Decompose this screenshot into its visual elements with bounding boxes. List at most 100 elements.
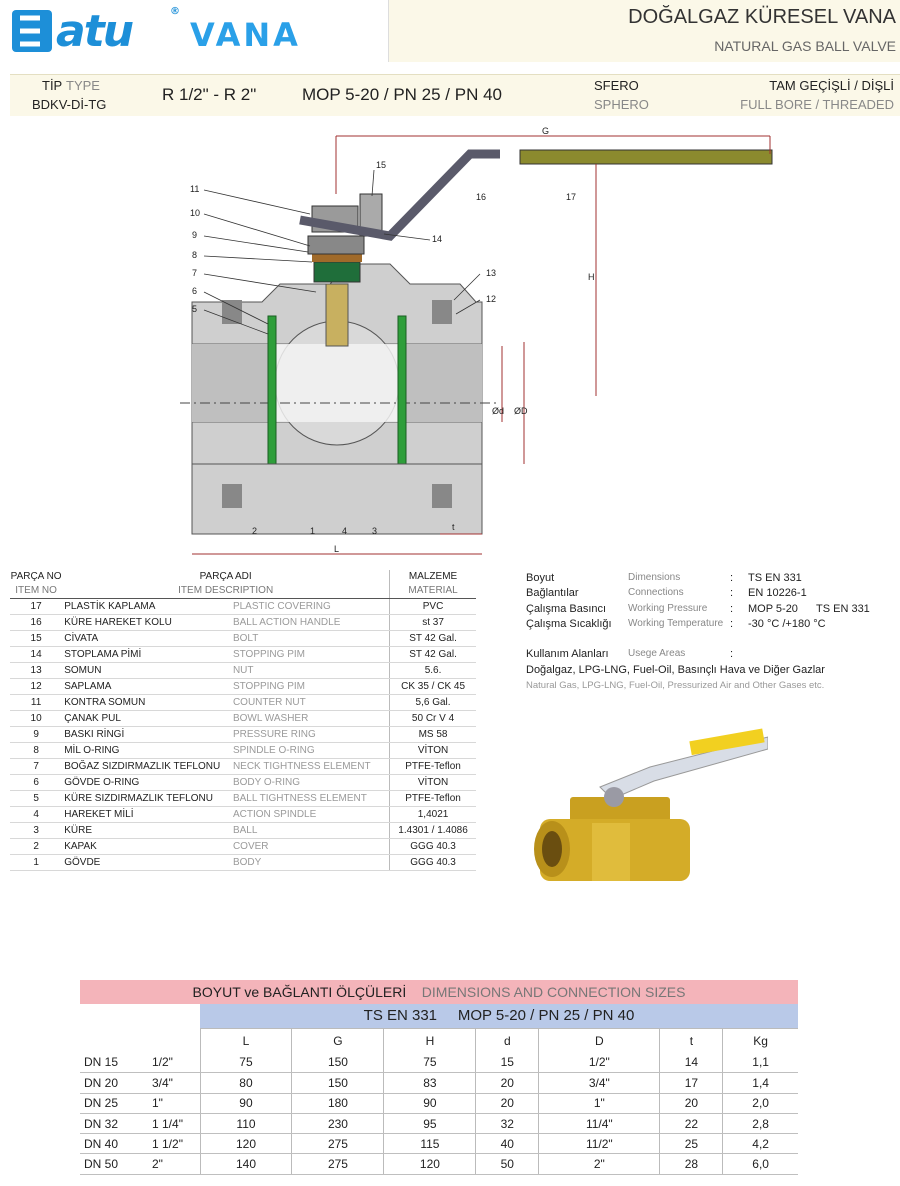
dim-cell-h: 95	[383, 1113, 476, 1135]
spec-colon: :	[730, 617, 734, 630]
part-name-tr: KÜRE HAREKET KOLU	[62, 614, 233, 631]
sphere-tr: SFERO	[594, 78, 639, 93]
dim-cell-dn: DN 32	[80, 1113, 150, 1135]
usage-text-tr: Doğalgaz, LPG-LNG, Fuel-Oil, Basınçlı Ha…	[526, 664, 825, 676]
part-name-en: BALL ACTION HANDLE	[232, 614, 390, 631]
dimensions-section: BOYUT ve BAĞLANTI ÖLÇÜLERİ DIMENSIONS AN…	[80, 980, 798, 1175]
dim-cell-g: 275	[291, 1153, 384, 1175]
part-no: 9	[10, 726, 63, 743]
callout-14: 14	[432, 234, 442, 244]
dim-cell-dn: DN 15	[80, 1052, 150, 1074]
dim-head-blank	[80, 1029, 200, 1053]
part-name-en: NUT	[232, 662, 390, 679]
part-name-en: BOLT	[232, 630, 390, 647]
dim-cell-dn: DN 20	[80, 1072, 150, 1094]
part-no: 3	[10, 822, 63, 839]
usage-colon: :	[730, 648, 734, 660]
dim-col-header: d	[475, 1028, 539, 1053]
part-name-tr: GÖVDE	[62, 854, 233, 871]
part-material: MS 58	[389, 726, 476, 743]
dim-t-label: t	[452, 522, 455, 532]
part-name-en: BODY O-RING	[232, 774, 390, 791]
callout-5: 5	[192, 304, 197, 314]
type-bar: TİP TYPE BDKV-Dİ-TG R 1/2" - R 2" MOP 5-…	[10, 74, 900, 116]
dim-cell-d: 15	[475, 1052, 539, 1074]
part-name-tr: CİVATA	[62, 630, 233, 647]
dim-cell-inch: 3/4"	[150, 1072, 200, 1094]
part-name-tr: KÜRE SIZDIRMAZLIK TEFLONU	[62, 790, 233, 807]
spec-label-en: Working Temperature	[628, 617, 724, 629]
dim-col-header: G	[291, 1028, 384, 1053]
callout-4: 4	[342, 526, 347, 536]
dim-cell-l: 120	[199, 1133, 292, 1155]
callout-17: 17	[566, 192, 576, 202]
part-no: 13	[10, 662, 63, 679]
dim-g-label: G	[542, 126, 549, 136]
dim-l-label: L	[334, 544, 339, 554]
part-material: ST 42 Gal.	[389, 630, 476, 647]
dim-cell-h: 115	[383, 1133, 476, 1155]
part-name-tr: MİL O-RING	[62, 742, 233, 759]
dim-cell-t: 20	[659, 1093, 723, 1114]
dim-cell-l: 140	[199, 1153, 292, 1175]
spec-value: -30 °C /+180 °C	[748, 617, 826, 630]
parts-table: PARÇA NO PARÇA ADI MALZEME ITEM NO ITEM …	[10, 570, 476, 871]
part-name-tr: KONTRA SOMUN	[62, 694, 233, 711]
dim-cell-d: 3/4"	[538, 1072, 660, 1094]
dimensions-title-tr: BOYUT ve BAĞLANTI ÖLÇÜLERİ	[192, 984, 407, 1000]
spec-label-tr: Çalışma Basıncı	[526, 602, 607, 615]
usage-label-tr: Kullanım Alanları	[526, 648, 609, 660]
type-code: BDKV-Dİ-TG	[32, 97, 107, 112]
part-material: 5,6 Gal.	[389, 694, 476, 711]
part-no: 8	[10, 742, 63, 759]
spec-label-tr: Boyut	[526, 572, 555, 584]
dim-cell-dn: DN 40	[80, 1133, 150, 1155]
dim-cell-g: 180	[291, 1093, 384, 1114]
spec-colon: :	[730, 572, 734, 584]
dim-cell-g: 150	[291, 1072, 384, 1094]
part-name-tr: BASKI RİNGİ	[62, 726, 233, 743]
part-material: VİTON	[389, 774, 476, 791]
dim-bigd-label: ØD	[514, 406, 528, 416]
part-no: 5	[10, 790, 63, 807]
part-material: GGG 40.3	[389, 854, 476, 871]
part-name-tr: SOMUN	[62, 662, 233, 679]
part-material: 50 Cr V 4	[389, 710, 476, 727]
part-name-en: SPINDLE O-RING	[232, 742, 390, 759]
part-name-en: BODY	[232, 854, 390, 871]
part-name-en: STOPPING PIM	[232, 678, 390, 695]
dim-cell-inch: 1"	[150, 1093, 200, 1114]
part-name-tr: SAPLAMA	[62, 678, 233, 695]
dim-cell-d: 50	[475, 1153, 539, 1175]
dim-cell-kg: 4,2	[722, 1133, 798, 1155]
dim-cell-dn: DN 50	[80, 1153, 150, 1175]
dim-cell-inch: 1 1/4"	[150, 1113, 200, 1135]
part-name-en: BALL TIGHTNESS ELEMENT	[232, 790, 390, 807]
spec-label-tr: Çalışma Sıcaklığı	[526, 617, 612, 630]
callout-15: 15	[376, 160, 386, 170]
callout-1: 1	[310, 526, 315, 536]
dim-col-header: H	[383, 1028, 476, 1053]
dim-cell-kg: 2,8	[722, 1113, 798, 1135]
pressure-range: MOP 5-20 / PN 25 / PN 40	[302, 85, 502, 104]
sphere-en: SPHERO	[594, 97, 649, 112]
spec-extra: TS EN 331	[816, 602, 870, 615]
spec-colon: :	[730, 587, 734, 600]
dim-cell-d: 20	[475, 1072, 539, 1094]
dim-d-label: Ød	[492, 406, 504, 416]
part-name-tr: HAREKET MİLİ	[62, 806, 233, 823]
part-name-tr: BOĞAZ SIZDIRMAZLIK TEFLONU	[62, 758, 233, 775]
dim-h-label: H	[588, 272, 595, 282]
part-no: 16	[10, 614, 63, 631]
brand-logo: atu ® VANA	[10, 2, 298, 58]
dimensions-subtitle: TS EN 331 MOP 5-20 / PN 25 / PN 40	[200, 1004, 798, 1028]
